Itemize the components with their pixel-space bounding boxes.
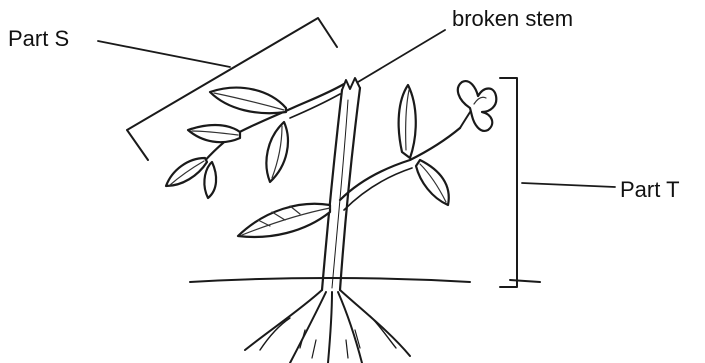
part-s-leaf-top xyxy=(210,88,286,114)
part-t-leaf-lower xyxy=(416,160,449,205)
flower-bud xyxy=(458,81,496,131)
label-broken-stem: broken stem xyxy=(452,6,573,31)
ground-line xyxy=(190,278,540,282)
main-stem xyxy=(322,78,360,290)
part-s-leaf-bottom xyxy=(204,162,216,198)
part-s-leaf-lower xyxy=(166,158,207,186)
leader-line-part-s xyxy=(98,41,230,67)
part-s-leaf-right xyxy=(266,122,288,182)
leader-line-part-t xyxy=(522,183,615,187)
roots xyxy=(245,290,410,363)
lower-leaf xyxy=(238,204,330,237)
part-t-leaf-upper xyxy=(399,85,416,158)
label-part-s: Part S xyxy=(8,26,69,51)
part-s-leaf-middle xyxy=(188,125,240,142)
bracket-part-t xyxy=(500,78,517,287)
leader-line-broken-stem xyxy=(358,30,445,82)
label-part-t: Part T xyxy=(620,177,680,202)
